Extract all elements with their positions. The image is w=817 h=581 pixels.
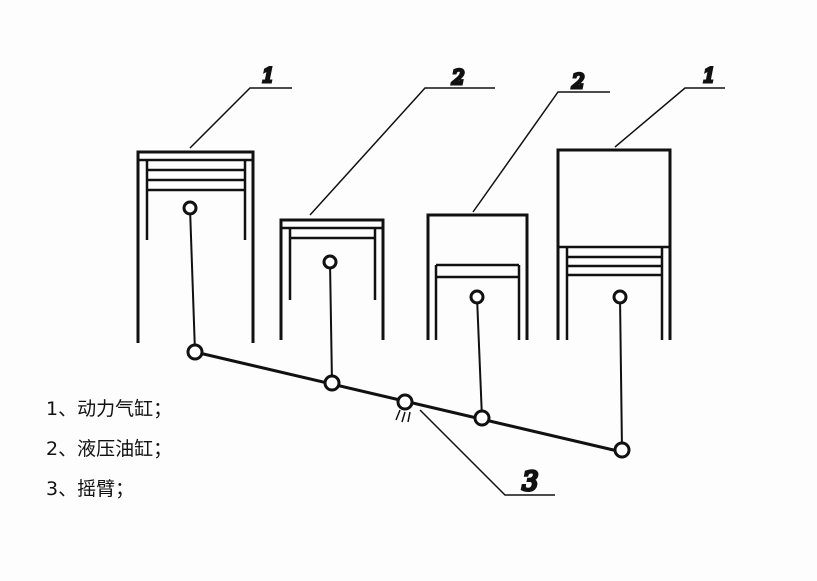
- label-1-right: 1: [703, 63, 716, 87]
- label-2-right: 2: [571, 69, 585, 93]
- power-cylinder-left: [136, 150, 255, 353]
- label-2-left: 2: [451, 65, 465, 89]
- legend-item-power-cylinder: 1、动力气缸；: [46, 398, 173, 420]
- legend-item-hydraulic-cylinder: 2、液压油缸；: [46, 438, 173, 460]
- rocker-arm: [186, 343, 631, 459]
- leader-lines: [189, 87, 725, 496]
- label-3: 3: [522, 467, 539, 497]
- hydraulic-cylinder-right: [426, 213, 529, 419]
- pivot-hatch-icon: [395, 409, 411, 423]
- label-1-left: 1: [262, 63, 275, 87]
- legend-item-rocker-arm: 3、摇臂；: [46, 478, 135, 500]
- hydraulic-cylinder-left: [279, 218, 385, 384]
- power-cylinder-right: [556, 148, 672, 451]
